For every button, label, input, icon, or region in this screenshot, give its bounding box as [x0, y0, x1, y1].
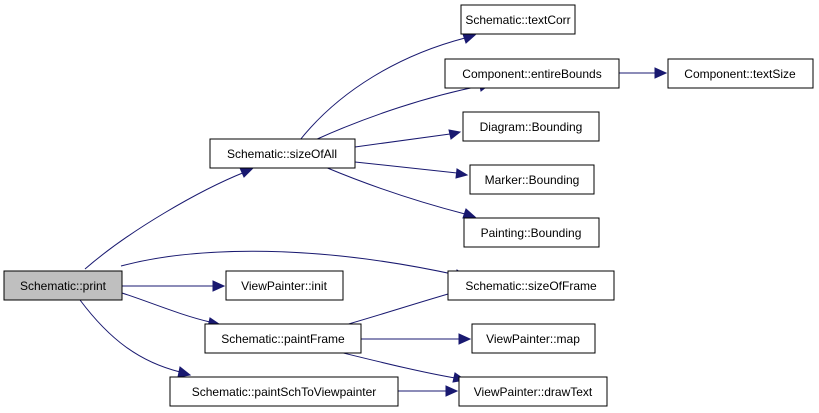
edge-print-to-paintSchToViewpainter — [79, 299, 192, 378]
node-sizeOfAll-label: Schematic::sizeOfAll — [227, 147, 337, 161]
node-paintSchToViewpainter-label: Schematic::paintSchToViewpainter — [192, 385, 377, 399]
node-drawText-label: ViewPainter::drawText — [474, 385, 593, 399]
edge-print-to-viewPainterInit — [122, 280, 226, 292]
node-textSize[interactable]: Component::textSize — [667, 58, 814, 89]
node-sizeOfFrame-label: Schematic::sizeOfFrame — [465, 279, 597, 293]
node-textSize-label: Component::textSize — [684, 67, 796, 81]
node-sizeOfFrame[interactable]: Schematic::sizeOfFrame — [447, 270, 615, 301]
node-paintingBounding-label: Painting::Bounding — [481, 226, 582, 240]
node-viewPainterMap[interactable]: ViewPainter::map — [471, 323, 596, 354]
node-sizeOfAll[interactable]: Schematic::sizeOfAll — [209, 138, 356, 169]
node-diagramBounding-label: Diagram::Bounding — [480, 120, 583, 134]
node-paintingBounding[interactable]: Painting::Bounding — [463, 217, 600, 248]
node-textCorr[interactable]: Schematic::textCorr — [460, 4, 576, 35]
node-markerBounding-label: Marker::Bounding — [485, 173, 580, 187]
edge-paintSchToViewpainter-to-drawText — [398, 385, 459, 397]
node-viewPainterInit[interactable]: ViewPainter::init — [225, 270, 344, 301]
node-paintFrame[interactable]: Schematic::paintFrame — [204, 323, 362, 354]
edge-entireBounds-to-textSize — [619, 67, 668, 79]
node-diagramBounding[interactable]: Diagram::Bounding — [462, 111, 600, 142]
node-textCorr-label: Schematic::textCorr — [465, 13, 570, 27]
edge-print-to-sizeOfAll — [84, 166, 256, 270]
node-drawText[interactable]: ViewPainter::drawText — [458, 376, 608, 407]
edge-sizeOfAll-to-diagramBounding — [354, 129, 462, 148]
node-entireBounds[interactable]: Component::entireBounds — [444, 58, 620, 89]
node-paintFrame-label: Schematic::paintFrame — [221, 332, 345, 346]
node-print-label: Schematic::print — [20, 279, 107, 293]
edge-sizeOfAll-to-paintingBounding — [324, 166, 477, 219]
edge-print-to-paintFrame — [121, 292, 221, 328]
node-paintSchToViewpainter[interactable]: Schematic::paintSchToViewpainter — [169, 376, 399, 407]
node-print[interactable]: Schematic::print — [3, 270, 123, 301]
node-markerBounding[interactable]: Marker::Bounding — [469, 164, 595, 195]
edge-sizeOfAll-to-markerBounding — [354, 161, 469, 179]
edge-paintFrame-to-viewPainterMap — [361, 333, 472, 345]
edge-paintFrame-to-sizeOfFrame — [344, 287, 467, 326]
node-viewPainterInit-label: ViewPainter::init — [241, 279, 327, 293]
node-entireBounds-label: Component::entireBounds — [462, 67, 601, 81]
node-viewPainterMap-label: ViewPainter::map — [486, 332, 580, 346]
